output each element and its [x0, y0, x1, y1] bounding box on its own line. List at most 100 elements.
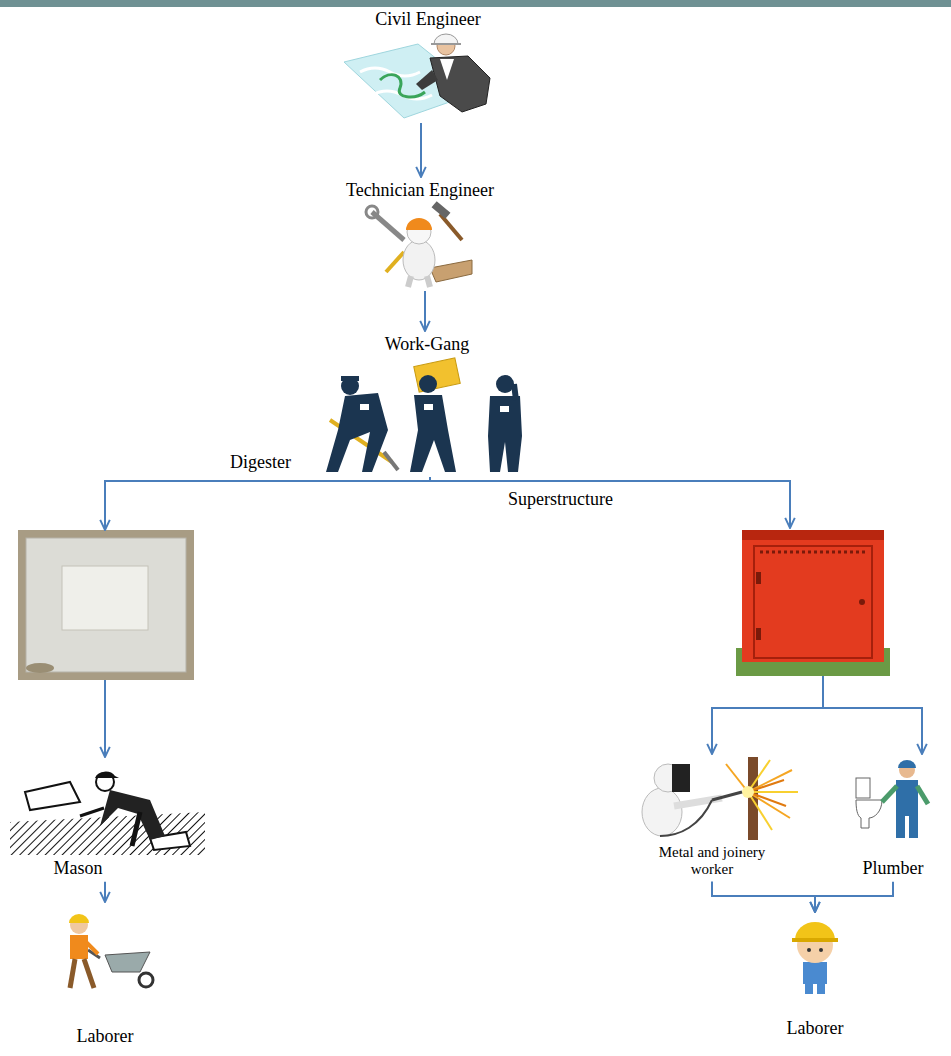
node-label: Superstructure — [508, 489, 613, 510]
work-gang-picture — [360, 404, 369, 410]
org-node: Work-Gang — [311, 331, 541, 477]
metal-worker-picture — [748, 792, 772, 830]
header-band — [0, 0, 951, 7]
civil-engineer-picture — [440, 59, 454, 80]
laborer-picture — [69, 914, 89, 923]
node-label: Laborer — [787, 1018, 844, 1039]
laborer-picture — [84, 959, 94, 988]
node-label: Laborer — [77, 1026, 134, 1047]
laborer-picture — [795, 922, 835, 940]
plumber-picture — [856, 760, 928, 838]
technician-picture — [386, 252, 404, 272]
laborer-picture — [819, 948, 823, 952]
laborer-picture — [792, 938, 838, 942]
org-node: Digester — [18, 530, 194, 680]
superstructure-picture — [756, 628, 761, 640]
laborer-picture — [105, 952, 150, 972]
work-gang-picture — [384, 452, 398, 470]
laborer-picture — [817, 984, 825, 994]
mason-picture — [95, 772, 119, 778]
connector-arrow — [104, 680, 106, 757]
superstructure-picture — [859, 599, 865, 605]
technician-picture — [366, 206, 378, 218]
superstructure-picture — [742, 530, 884, 662]
node-label: Mason — [54, 858, 103, 879]
laborer-picture — [70, 959, 75, 988]
technician-picture — [427, 276, 430, 287]
civil-engineer-picture — [416, 70, 438, 90]
laborer-picture — [70, 935, 88, 959]
work-gang-picture — [488, 396, 522, 472]
laborer-picture — [807, 948, 811, 952]
connector-arrow — [420, 123, 422, 177]
work-gang-picture — [424, 404, 433, 410]
technician-picture — [406, 218, 432, 230]
plumber-picture — [917, 786, 928, 804]
mason-picture — [10, 772, 205, 855]
org-node: Plumber — [849, 754, 939, 882]
plumber-picture — [896, 816, 905, 838]
metal-worker-picture — [642, 788, 682, 836]
connector-arrow — [424, 291, 426, 331]
node-label: Plumber — [863, 858, 924, 879]
superstructure-picture — [756, 572, 761, 584]
metal-worker-picture — [660, 800, 712, 836]
mason-picture — [80, 808, 104, 816]
org-node: Laborer — [777, 912, 853, 1042]
digester-picture — [18, 530, 194, 680]
org-node: Mason — [7, 757, 208, 882]
metal-worker-picture — [748, 791, 798, 793]
technician-picture — [366, 201, 472, 287]
laborer-picture — [805, 984, 813, 994]
superstructure-picture — [760, 551, 866, 554]
digester-picture — [62, 566, 148, 630]
superstructure-picture — [736, 530, 890, 676]
technician-picture — [432, 201, 451, 219]
connector-arrow — [823, 676, 922, 754]
plumber-picture — [856, 800, 882, 828]
plumber-picture — [898, 760, 916, 768]
technician-picture — [403, 240, 435, 280]
org-node: Laborer — [59, 902, 155, 1050]
metal-worker-picture — [712, 792, 742, 800]
connector-arrow — [712, 882, 815, 913]
laborer-picture — [139, 973, 153, 987]
connector-arrow — [430, 477, 790, 528]
technician-picture — [440, 214, 462, 240]
civil-engineer-picture — [431, 43, 461, 45]
technician-picture — [430, 260, 472, 282]
digester-picture — [18, 530, 194, 680]
work-gang-picture — [341, 377, 359, 395]
mason-picture — [132, 812, 140, 846]
metal-worker-picture — [642, 757, 798, 840]
superstructure-picture — [754, 546, 872, 658]
work-gang-picture — [419, 375, 437, 393]
work-gang-picture — [414, 358, 460, 392]
laborer-picture — [792, 922, 838, 994]
org-node: Metal and joinery worker — [625, 754, 803, 882]
mason-picture — [25, 782, 80, 810]
civil-engineer-picture — [344, 34, 490, 118]
metal-worker-picture — [748, 792, 790, 818]
node-label: Work-Gang — [385, 334, 470, 355]
work-gang-picture — [496, 375, 514, 393]
plumber-picture — [909, 816, 918, 838]
laborer-picture — [69, 914, 153, 988]
connector-arrow — [815, 882, 893, 912]
connector-arrow — [105, 477, 430, 530]
work-gang-picture — [500, 406, 509, 412]
org-node: Technician Engineer — [343, 177, 497, 291]
work-gang-picture — [326, 393, 388, 472]
plumber-picture — [856, 778, 870, 798]
digester-picture — [26, 663, 54, 673]
laborer-picture — [803, 962, 827, 984]
digester-picture — [26, 538, 186, 672]
connector-arrow — [104, 882, 106, 902]
mason-picture — [100, 790, 165, 840]
node-label: Civil Engineer — [375, 9, 480, 30]
technician-picture — [408, 276, 411, 287]
node-label: Technician Engineer — [346, 180, 494, 201]
node-label: Digester — [230, 452, 291, 473]
